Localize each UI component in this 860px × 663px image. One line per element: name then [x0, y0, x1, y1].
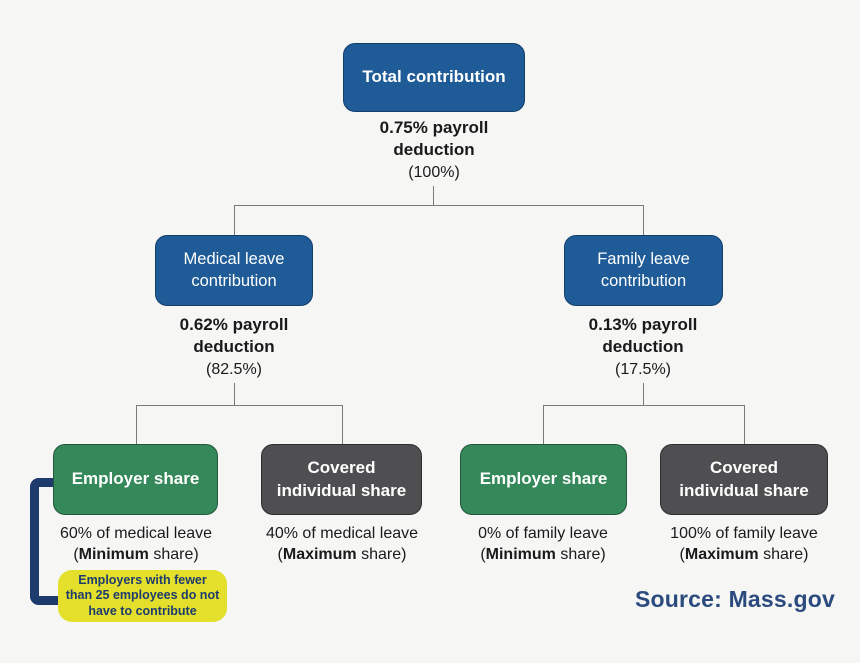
caption-family-employer: 0% of family leave (Minimum share) [443, 524, 643, 566]
connector-medical-drop [234, 205, 235, 235]
connector-medical-rail [136, 405, 343, 406]
caption-total-deduction: 0.75% payroll deduction [379, 118, 489, 160]
small-employer-note: Employers with fewer than 25 employees d… [58, 570, 227, 622]
caption-medical-individual: 40% of medical leave (Maximum share) [242, 524, 442, 566]
caption-family-deduction: 0.13% payroll deduction [588, 315, 698, 357]
caption-medical: 0.62% payroll deduction (82.5%) [134, 314, 334, 381]
node-family-leave: Family leave contribution [564, 235, 723, 306]
connector-family-employer-drop [543, 405, 544, 444]
connector-family-individual-drop [744, 405, 745, 444]
share-keyword: Maximum [282, 545, 357, 563]
share-post: share) [555, 545, 606, 563]
caption-medical-individual-share: (Maximum share) [242, 545, 442, 566]
caption-medical-individual-text: 40% of medical leave [265, 525, 419, 542]
node-medical-individual-share-label: Covered individual share [276, 458, 407, 500]
node-medical-employer-share: Employer share [53, 444, 218, 515]
caption-medical-deduction: 0.62% payroll deduction [179, 315, 289, 357]
node-medical-individual-share: Covered individual share [261, 444, 422, 515]
share-pre: ( [679, 545, 685, 563]
connector-family-drop [643, 205, 644, 235]
share-post: share) [356, 545, 407, 563]
caption-medical-employer-share: (Minimum share) [36, 545, 236, 566]
note-bracket-connector [30, 478, 58, 605]
connector-medical-stub [234, 383, 235, 405]
caption-medical-employer-text: 60% of medical leave [59, 525, 213, 542]
share-keyword: Maximum [684, 545, 759, 563]
small-employer-note-text: Employers with fewer than 25 employees d… [65, 572, 220, 618]
share-post: share) [758, 545, 809, 563]
node-family-individual-share: Covered individual share [660, 444, 828, 515]
node-family-employer-share: Employer share [460, 444, 627, 515]
node-total-contribution-label: Total contribution [362, 67, 506, 87]
connector-family-stub [643, 383, 644, 405]
source-attribution: Source: Mass.gov [634, 586, 835, 612]
caption-total-percent: (100%) [408, 164, 460, 182]
node-medical-employer-share-label: Employer share [71, 469, 200, 489]
caption-family-employer-share: (Minimum share) [443, 545, 643, 566]
connector-root-stub [433, 186, 434, 205]
share-keyword: Minimum [78, 545, 149, 563]
node-medical-leave-label: Medical leave contribution [183, 250, 285, 290]
share-keyword: Minimum [485, 545, 556, 563]
caption-family-individual: 100% of family leave (Maximum share) [644, 524, 844, 566]
share-pre: ( [277, 545, 283, 563]
connector-family-rail [543, 405, 745, 406]
node-medical-leave: Medical leave contribution [155, 235, 313, 306]
caption-family: 0.13% payroll deduction (17.5%) [543, 314, 743, 381]
share-post: share) [148, 545, 199, 563]
share-pre: ( [73, 545, 79, 563]
node-family-individual-share-label: Covered individual share [679, 458, 809, 500]
connector-level1-rail [234, 205, 644, 206]
connector-medical-individual-drop [342, 405, 343, 444]
node-total-contribution: Total contribution [343, 43, 525, 112]
node-family-leave-label: Family leave contribution [597, 250, 690, 290]
caption-medical-percent: (82.5%) [205, 361, 263, 379]
caption-family-individual-text: 100% of family leave [670, 525, 818, 542]
share-pre: ( [480, 545, 486, 563]
node-family-employer-share-label: Employer share [479, 469, 608, 489]
caption-family-percent: (17.5%) [614, 361, 672, 379]
caption-family-individual-share: (Maximum share) [644, 545, 844, 566]
caption-family-employer-text: 0% of family leave [478, 525, 608, 542]
connector-medical-employer-drop [136, 405, 137, 444]
caption-medical-employer: 60% of medical leave (Minimum share) [36, 524, 236, 566]
caption-total: 0.75% payroll deduction (100%) [334, 117, 534, 184]
